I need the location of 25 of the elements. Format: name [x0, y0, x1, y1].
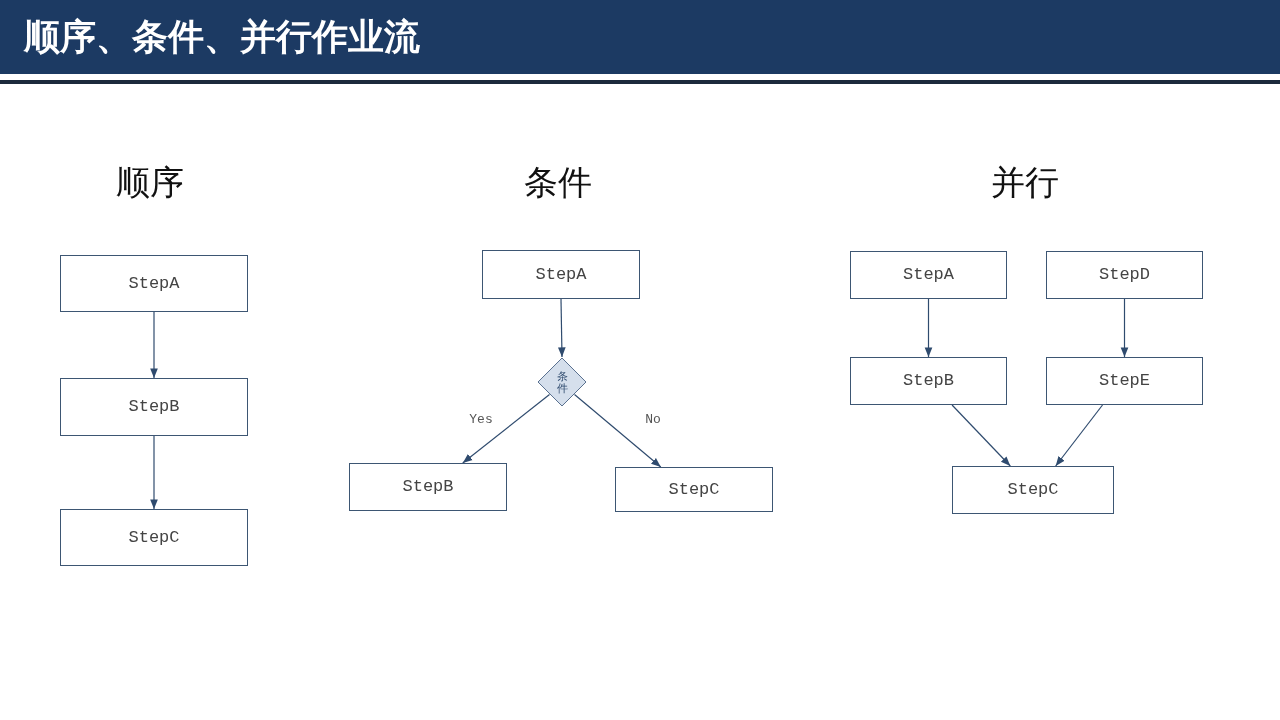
section-heading: 并行: [991, 160, 1059, 204]
step-box: StepC: [952, 466, 1114, 514]
step-box: StepC: [60, 509, 248, 566]
step-box: StepC: [615, 467, 773, 512]
arrow: [462, 393, 551, 464]
step-box: StepA: [850, 251, 1007, 299]
step-box: StepB: [850, 357, 1007, 405]
arrow: [573, 393, 662, 468]
section-heading: 条件: [524, 160, 592, 204]
slide-title: 顺序、条件、并行作业流: [24, 15, 420, 59]
arrow: [150, 311, 158, 379]
step-box: StepA: [482, 250, 640, 299]
step-box: StepB: [60, 378, 248, 436]
arrow: [1055, 404, 1104, 467]
arrow: [558, 298, 566, 358]
step-box: StepA: [60, 255, 248, 312]
step-box: StepE: [1046, 357, 1203, 405]
arrow: [150, 435, 158, 510]
arrow: [1120, 298, 1129, 358]
step-box: StepD: [1046, 251, 1203, 299]
section-heading: 顺序: [116, 160, 184, 204]
arrow: [924, 298, 933, 358]
condition-text: 条件: [556, 369, 568, 395]
step-box: StepB: [349, 463, 507, 511]
arrow: [951, 404, 1011, 467]
